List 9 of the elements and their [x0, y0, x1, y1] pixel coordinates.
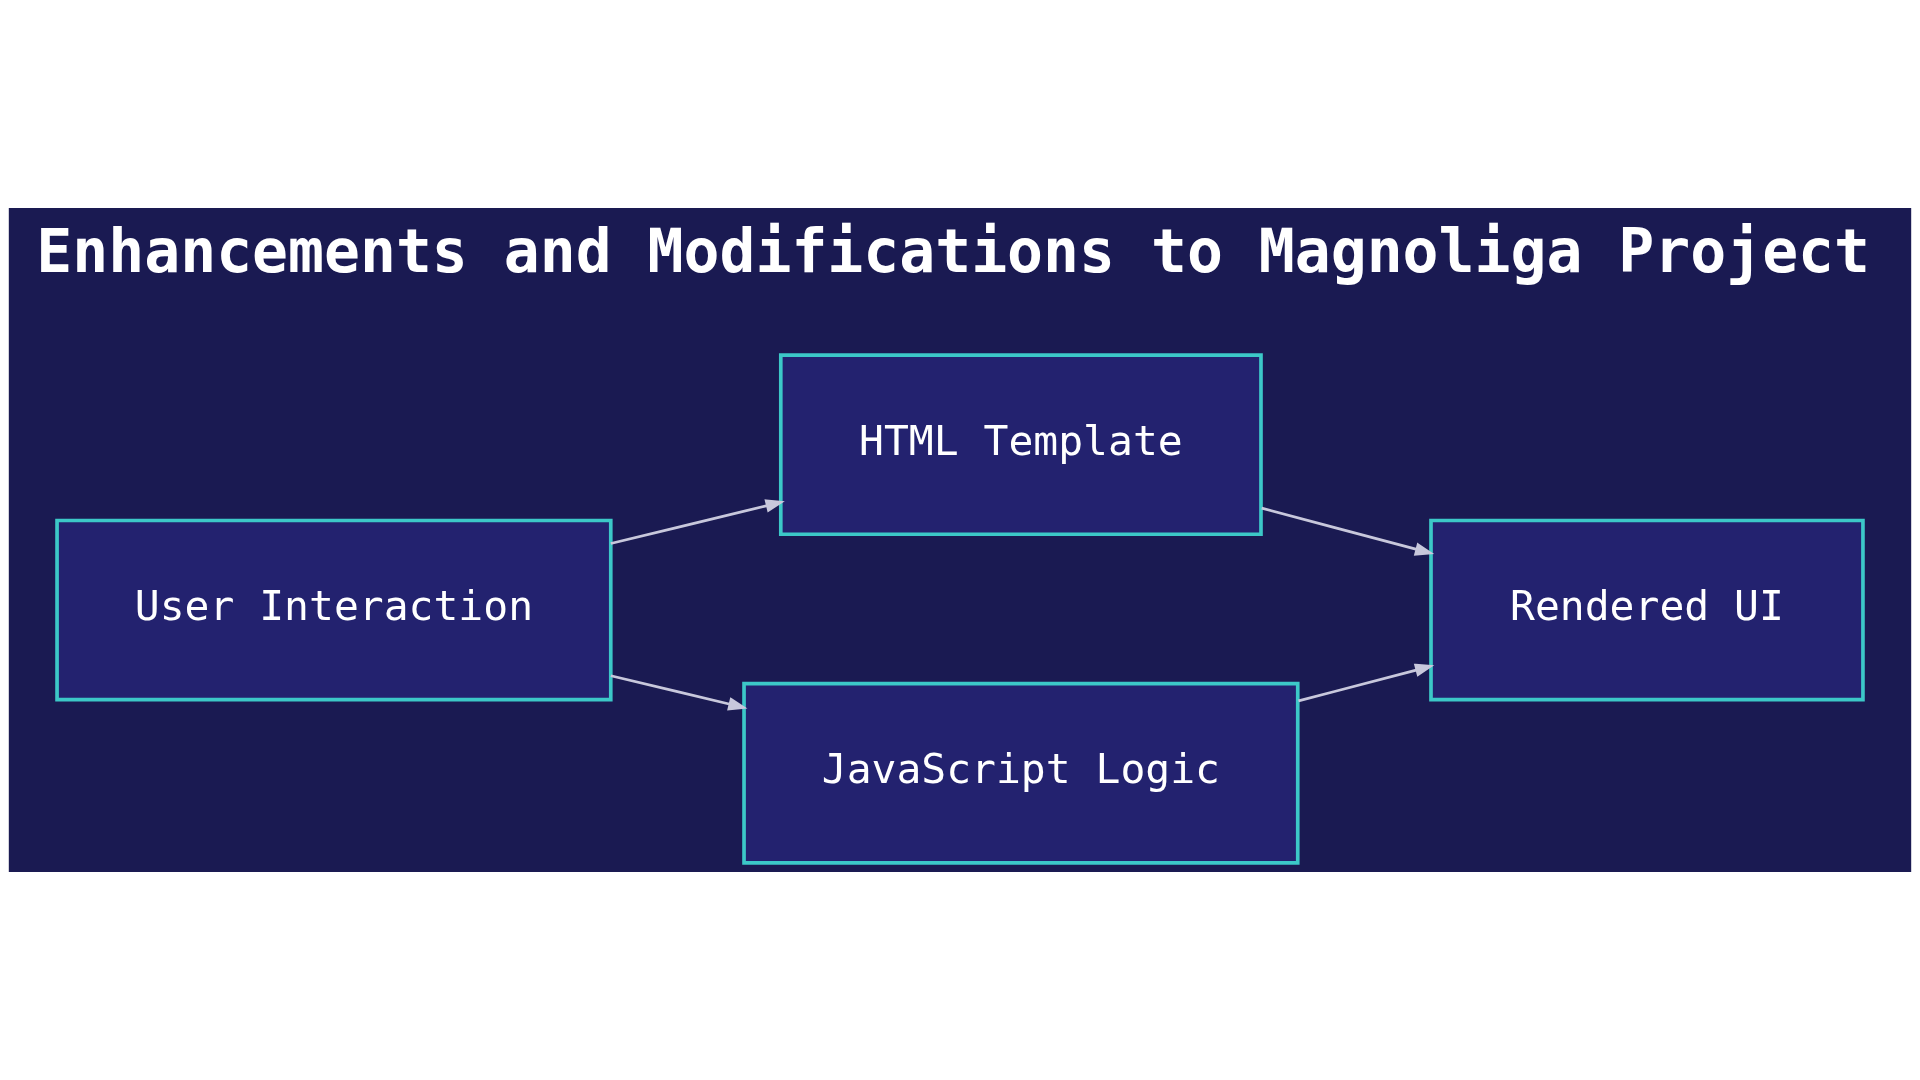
node-box: User Interaction: [55, 518, 613, 702]
node-box: Rendered UI: [1429, 518, 1865, 702]
arrow: [610, 674, 748, 711]
node-box: HTML Template: [778, 353, 1263, 537]
node-box: JavaScript Logic: [742, 681, 1300, 865]
diagram-title: Enhancements and Modifications to Magnoliga Project: [36, 216, 1871, 286]
arrow: [1298, 663, 1435, 703]
arrow: [1261, 506, 1435, 556]
arrow: [610, 499, 785, 545]
